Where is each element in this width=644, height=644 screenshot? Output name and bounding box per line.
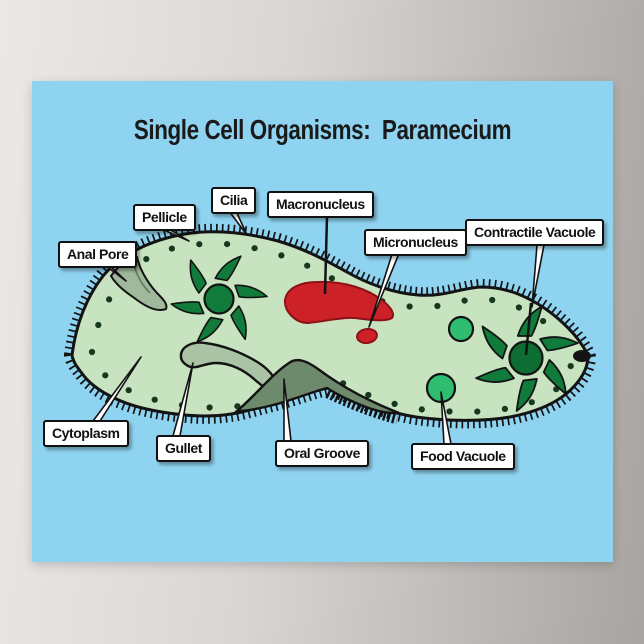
label-cilia: Cilia: [211, 187, 257, 214]
leader-macronucleus-line: [323, 215, 329, 295]
pellicle-dot: [515, 304, 523, 311]
label-oral-groove-text: Oral Groove: [284, 445, 360, 461]
leader-contractile-line: [524, 302, 533, 356]
pellicle-dot: [474, 408, 481, 415]
pellicle-dot: [196, 241, 203, 248]
pellicle-dot: [304, 262, 311, 269]
edge-dense-patch: [573, 350, 591, 362]
label-cytoplasm: Cytoplasm: [43, 420, 129, 447]
pellicle-dot: [528, 399, 535, 406]
label-cytoplasm-text: Cytoplasm: [52, 425, 120, 441]
label-macronucleus-text: Macronucleus: [276, 196, 365, 212]
label-macronucleus: Macronucleus: [267, 191, 374, 218]
label-gullet-text: Gullet: [165, 440, 202, 456]
label-micronucleus-text: Micronucleus: [373, 234, 458, 250]
pellicle-dot: [418, 406, 425, 413]
pellicle-dot: [501, 405, 508, 412]
label-gullet: Gullet: [156, 435, 211, 462]
pellicle-dot: [95, 321, 102, 329]
pellicle-dot: [102, 372, 109, 379]
label-oral-groove: Oral Groove: [275, 440, 369, 467]
pellicle-dot: [489, 296, 496, 304]
pellicle-dot: [434, 302, 441, 310]
label-pellicle-text: Pellicle: [142, 209, 187, 225]
macronucleus-shape: [283, 280, 394, 325]
micronucleus-shape: [356, 327, 378, 345]
pellicle-dot: [88, 348, 96, 356]
label-food-vacuole-text: Food Vacuole: [420, 448, 506, 464]
pellicle-dot: [251, 245, 258, 252]
label-contractile-vacuole-text: Contractile Vacuole: [474, 224, 596, 240]
leader-contractile-vacuole: [531, 244, 545, 308]
pellicle-dot: [446, 408, 453, 415]
pellicle-dot: [125, 387, 132, 394]
pellicle-dot: [540, 318, 547, 325]
contractile-vacuole-left: [170, 255, 268, 343]
label-anal-pore: Anal Pore: [58, 241, 138, 268]
pellicle-dot: [224, 241, 231, 248]
pellicle-dot: [151, 396, 158, 403]
pellicle-dot: [406, 303, 413, 310]
pellicle-dot: [567, 363, 574, 370]
pellicle-dot: [106, 296, 113, 303]
label-anal-pore-text: Anal Pore: [67, 246, 129, 262]
food-vacuole-upper: [447, 315, 475, 343]
pellicle-dot: [168, 245, 175, 252]
pellicle-dot: [278, 252, 285, 259]
label-contractile-vacuole: Contractile Vacuole: [465, 219, 605, 246]
pellicle-dot: [143, 256, 150, 263]
label-pellicle: Pellicle: [133, 204, 196, 231]
pellicle-dot: [461, 297, 468, 304]
label-food-vacuole: Food Vacuole: [411, 443, 515, 470]
label-cilia-text: Cilia: [220, 192, 248, 208]
poster-title: Single Cell Organisms: Paramecium: [133, 114, 512, 145]
pellicle-dot: [206, 404, 213, 411]
pellicle-dot: [328, 275, 335, 282]
label-micronucleus: Micronucleus: [364, 229, 467, 256]
pellicle-dot: [391, 400, 398, 407]
pellicle-dot: [365, 391, 372, 399]
